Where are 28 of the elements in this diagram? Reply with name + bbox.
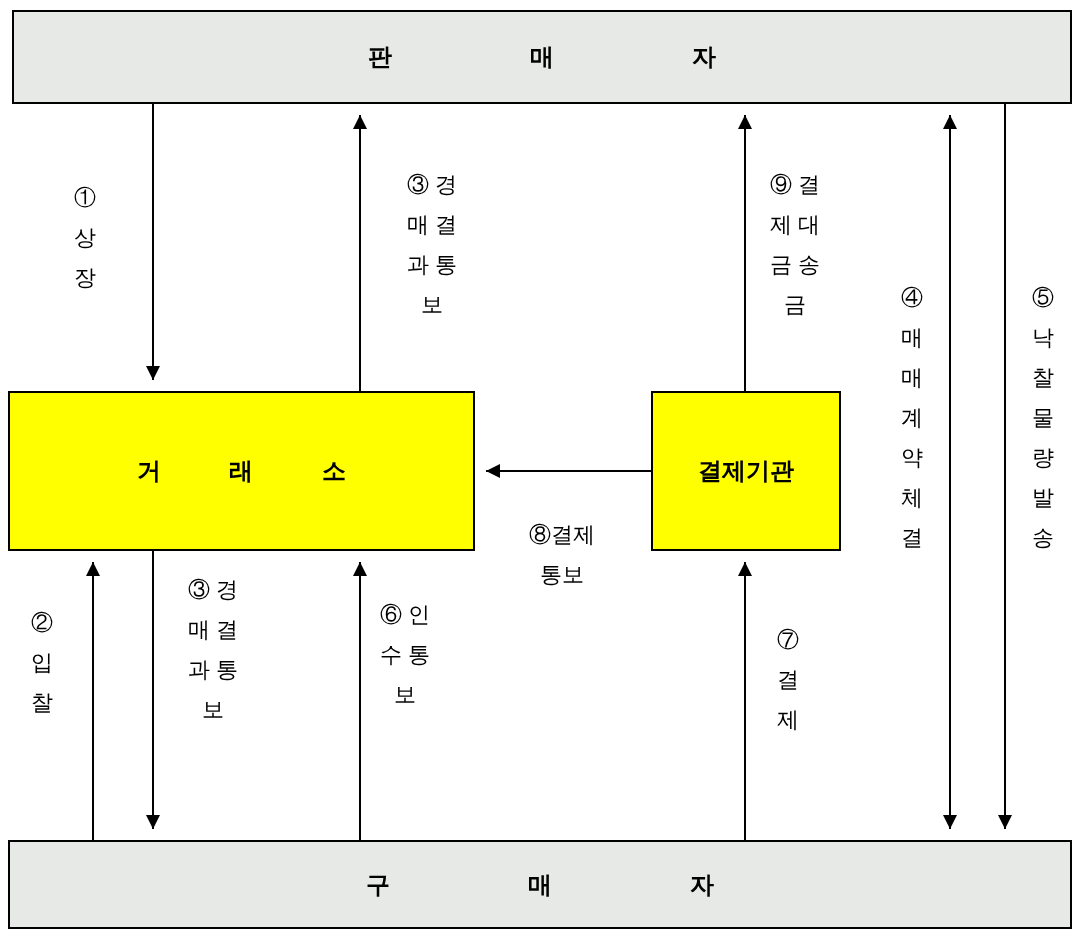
edge-label: ⑧결제 통보 bbox=[528, 521, 596, 589]
arrow bbox=[353, 561, 367, 841]
edge-label: ⑦ 결제 bbox=[776, 626, 800, 734]
arrow bbox=[146, 103, 160, 381]
arrow bbox=[485, 464, 652, 478]
node-label: 거 래 소 bbox=[137, 456, 346, 487]
node-label: 판 매 자 bbox=[367, 42, 717, 73]
arrow bbox=[146, 550, 160, 830]
edge-label: ⑨ 결제 대금 송금 bbox=[768, 171, 822, 319]
band-box bbox=[8, 840, 1072, 929]
process-box bbox=[651, 391, 841, 551]
edge-label: ⑥ 인수 통보 bbox=[378, 601, 432, 709]
edge-label: ③ 경매 결과 통보 bbox=[405, 171, 459, 319]
edge-label: ⑤ 낙찰물량발송 bbox=[1031, 284, 1055, 552]
edge-label: ④ 매매계약체결 bbox=[900, 284, 924, 552]
band-box bbox=[12, 10, 1072, 104]
process-box bbox=[8, 391, 475, 551]
node-label: 구 매 자 bbox=[365, 869, 715, 901]
edge-label: ② 입찰 bbox=[30, 609, 54, 717]
arrow bbox=[943, 114, 957, 830]
arrow bbox=[738, 114, 752, 392]
edge-label: ① 상장 bbox=[73, 184, 97, 292]
arrow bbox=[998, 103, 1012, 830]
arrow bbox=[738, 561, 752, 841]
node-label: 결제기관 bbox=[698, 456, 794, 487]
edge-label: ③ 경매 결과 통보 bbox=[186, 576, 240, 724]
arrow bbox=[353, 114, 367, 392]
arrow bbox=[86, 561, 100, 841]
